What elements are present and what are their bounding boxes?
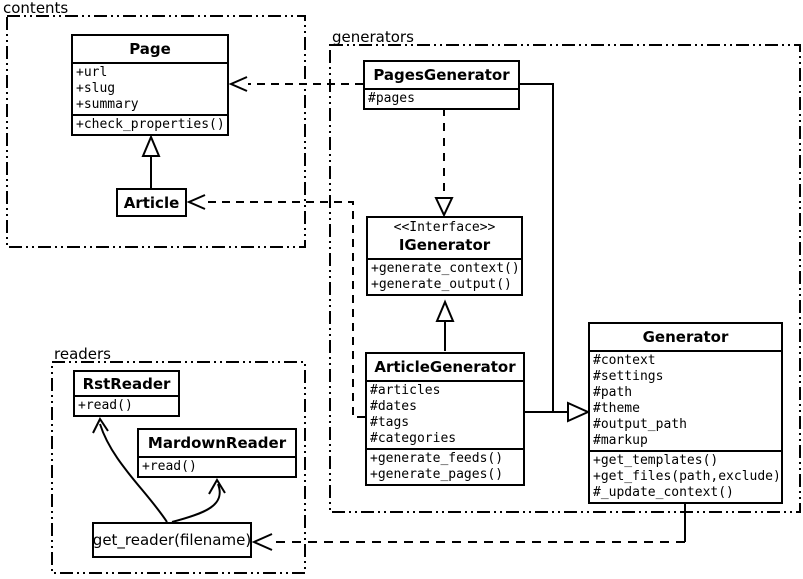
uml-member: +url: [76, 65, 108, 80]
uml-member: #output_path: [593, 417, 687, 432]
class-articlegenerator-attributes: #articles #dates #tags #categories: [367, 380, 523, 448]
uml-member: #categories: [370, 431, 457, 446]
class-igenerator-title: <<Interface>> IGenerator: [368, 218, 521, 258]
uml-member: +generate_feeds(): [370, 451, 504, 466]
dependency-articlegenerator-to-article: [186, 194, 365, 418]
uml-member: #_update_context(): [593, 485, 734, 500]
uml-member: #path: [593, 385, 633, 400]
package-generators-label: generators: [332, 28, 414, 46]
uml-member: #pages: [368, 91, 415, 106]
class-generator: Generator #context #settings #path #them…: [588, 322, 783, 504]
get-reader-box: get_reader(filename): [92, 522, 252, 558]
uml-member: +generate_pages(): [370, 467, 504, 482]
uml-member: +get_files(path,exclude): [593, 469, 778, 484]
class-pagesgenerator-title: PagesGenerator: [373, 66, 510, 84]
class-mardownreader-methods: +read(): [139, 456, 295, 476]
get-reader-label: get_reader(filename): [92, 531, 252, 549]
class-page-title: Page: [129, 40, 171, 58]
package-generators-border: [329, 44, 801, 513]
realization-pagesgenerator-to-igenerator: [434, 108, 454, 218]
uml-member: #articles: [370, 383, 441, 398]
class-rstreader-title: RstReader: [82, 374, 171, 393]
uml-member: +check_properties(): [76, 117, 224, 132]
class-igenerator-name: IGenerator: [398, 236, 491, 254]
class-generator-methods: +get_templates() +get_files(path,exclude…: [590, 450, 781, 502]
class-igenerator-stereotype: <<Interface>>: [393, 220, 496, 235]
class-igenerator: <<Interface>> IGenerator +generate_conte…: [366, 216, 523, 296]
class-page-attributes: +url +slug +summary: [73, 62, 227, 114]
generalization-articlegenerator-to-igenerator: [435, 299, 455, 351]
uml-member: #tags: [370, 415, 410, 430]
generalization-generators-to-generator: [520, 83, 591, 423]
package-readers-border: [51, 361, 306, 574]
class-article-title: Article: [123, 193, 180, 212]
class-articlegenerator-title: ArticleGenerator: [374, 358, 516, 376]
call-arrow-getreader-to-mardownreader: [171, 478, 226, 523]
class-generator-attributes: #context #settings #path #theme #output_…: [590, 350, 781, 450]
class-page: Page +url +slug +summary +check_properti…: [71, 34, 229, 136]
uml-member: +get_templates(): [593, 453, 719, 468]
class-pagesgenerator: PagesGenerator #pages: [363, 60, 520, 110]
class-mardownreader: MardownReader +read(): [137, 428, 297, 478]
uml-member: +slug: [76, 81, 116, 96]
package-contents-border: [6, 15, 306, 248]
class-articlegenerator: ArticleGenerator #articles #dates #tags …: [365, 352, 525, 486]
uml-member: +generate_output(): [371, 277, 512, 292]
dependency-pagesgenerator-to-page: [228, 76, 363, 92]
class-page-methods: +check_properties(): [73, 114, 227, 134]
generalization-article-to-page: [141, 134, 161, 188]
uml-member: #settings: [593, 369, 664, 384]
call-arrow-getreader-to-rstreader: [92, 417, 168, 523]
uml-member: +read(): [142, 459, 197, 474]
uml-member: #theme: [593, 401, 640, 416]
uml-member: +generate_context(): [371, 261, 518, 276]
package-contents-label: contents: [3, 0, 69, 17]
class-igenerator-methods: +generate_context() +generate_output(): [368, 258, 521, 294]
uml-member: #context: [593, 353, 656, 368]
uml-member: +summary: [76, 97, 139, 112]
uml-member: #markup: [593, 433, 648, 448]
package-readers-label: readers: [54, 345, 111, 363]
class-generator-title: Generator: [642, 328, 729, 346]
class-rstreader: RstReader +read(): [73, 370, 180, 417]
uml-member: #dates: [370, 399, 417, 414]
uml-member: +read(): [78, 398, 133, 413]
dependency-generator-to-getreader: [251, 503, 686, 551]
class-rstreader-methods: +read(): [75, 395, 178, 415]
class-mardownreader-title: MardownReader: [147, 434, 287, 452]
class-article: Article: [116, 188, 187, 217]
class-articlegenerator-methods: +generate_feeds() +generate_pages(): [367, 448, 523, 484]
class-pagesgenerator-attributes: #pages: [365, 88, 518, 108]
